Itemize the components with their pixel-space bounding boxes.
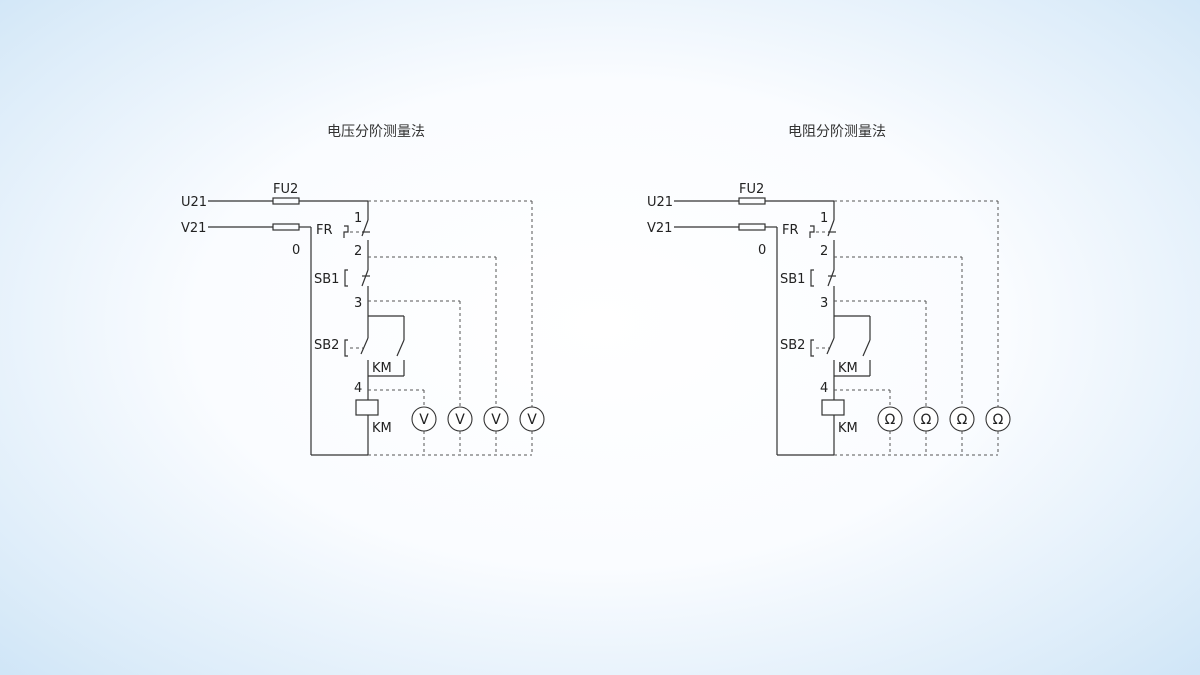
meter-symbol: V <box>455 412 465 428</box>
voltmeter-1: V <box>411 406 437 432</box>
resistance-step-diagram: 电阻分阶测量法 U21 V21 FU2 0 FR SB1 SB2 KM KM 1… <box>647 124 1011 456</box>
u21-label: U21 <box>181 195 207 210</box>
diagram-title: 电压分阶测量法 <box>327 124 425 140</box>
fu2-label: FU2 <box>739 182 764 197</box>
node-3-label: 3 <box>820 296 828 311</box>
fu2-label: FU2 <box>273 182 298 197</box>
meter-symbol: Ω <box>993 412 1004 428</box>
zero-label: 0 <box>292 243 300 258</box>
sb1-label: SB1 <box>314 272 339 287</box>
node-4-label: 4 <box>820 381 828 396</box>
meter-symbol: V <box>491 412 501 428</box>
sb2-label: SB2 <box>780 338 805 353</box>
meter-symbol: Ω <box>921 412 932 428</box>
fr-label: FR <box>316 223 333 238</box>
km-contact-label: KM <box>838 361 858 376</box>
ohmmeter-4: Ω <box>985 406 1011 432</box>
node-2-label: 2 <box>820 244 828 259</box>
sb2-label: SB2 <box>314 338 339 353</box>
node-2-label: 2 <box>354 244 362 259</box>
u21-label: U21 <box>647 195 673 210</box>
node-3-label: 3 <box>354 296 362 311</box>
diagram-title: 电阻分阶测量法 <box>788 124 886 140</box>
km-coil-label: KM <box>372 421 392 436</box>
voltmeter-4: V <box>519 406 545 432</box>
node-4-label: 4 <box>354 381 362 396</box>
node-1-label: 1 <box>354 211 362 226</box>
meter-symbol: V <box>419 412 429 428</box>
meter-symbol: Ω <box>885 412 896 428</box>
voltmeter-2: V <box>447 406 473 432</box>
km-coil-label: KM <box>838 421 858 436</box>
voltmeter-3: V <box>483 406 509 432</box>
v21-label: V21 <box>647 221 672 236</box>
zero-label: 0 <box>758 243 766 258</box>
ohmmeter-2: Ω <box>913 406 939 432</box>
measurement-leads <box>834 200 999 456</box>
fr-label: FR <box>782 223 799 238</box>
circuit-wiring <box>674 197 871 456</box>
measurement-leads <box>368 200 533 456</box>
km-contact-label: KM <box>372 361 392 376</box>
ohmmeter-1: Ω <box>877 406 903 432</box>
voltage-step-diagram: 电压分阶测量法 U21 V21 FU2 0 FR SB1 SB2 KM KM 1… <box>181 124 545 456</box>
ohmmeter-3: Ω <box>949 406 975 432</box>
circuit-wiring <box>208 197 405 456</box>
sb1-label: SB1 <box>780 272 805 287</box>
meter-symbol: V <box>527 412 537 428</box>
v21-label: V21 <box>181 221 206 236</box>
node-1-label: 1 <box>820 211 828 226</box>
meter-symbol: Ω <box>957 412 968 428</box>
